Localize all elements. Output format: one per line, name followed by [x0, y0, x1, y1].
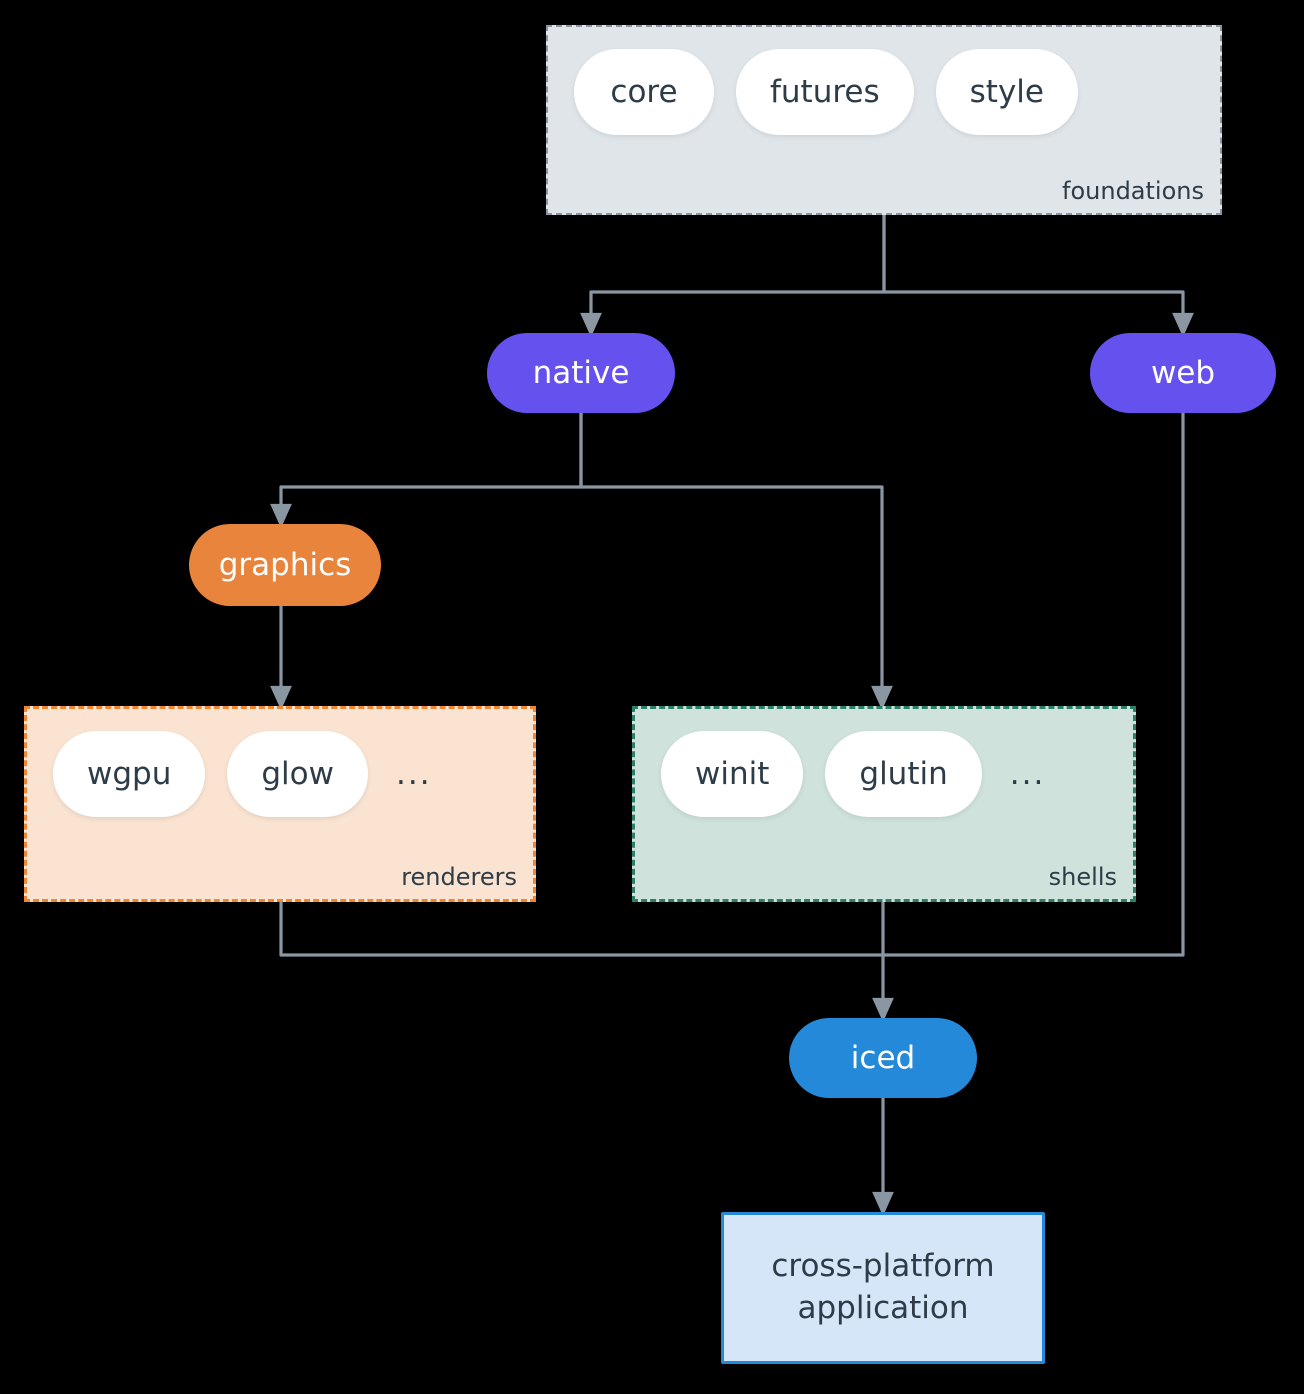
application-line-1: cross-platform — [771, 1248, 995, 1285]
foundations-item-style[interactable]: style — [935, 49, 1078, 135]
node-iced[interactable]: iced — [789, 1018, 977, 1098]
edge-native-shells — [579, 411, 893, 711]
node-graphics[interactable]: graphics — [189, 524, 381, 606]
node-native[interactable]: native — [487, 333, 675, 413]
node-cross-platform-application[interactable]: cross-platform application — [721, 1212, 1045, 1364]
renderers-item-row: wgpu glow ... — [27, 709, 432, 817]
group-label-foundations: foundations — [1062, 177, 1204, 205]
edge-foundations-web — [882, 213, 1194, 338]
application-line-2: application — [797, 1290, 969, 1326]
node-web[interactable]: web — [1090, 333, 1276, 413]
edge-renderers-iced — [279, 900, 885, 957]
foundations-item-core[interactable]: core — [574, 49, 714, 135]
group-foundations: core futures style foundations — [546, 25, 1222, 215]
group-label-renderers: renderers — [401, 863, 517, 891]
renderers-item-wgpu[interactable]: wgpu — [53, 731, 206, 817]
foundations-item-row: core futures style — [548, 27, 1078, 135]
edge-foundations-native — [580, 213, 886, 338]
group-label-shells: shells — [1048, 863, 1117, 891]
renderers-ellipsis: ... — [395, 756, 432, 792]
group-shells: winit glutin ... shells — [632, 706, 1136, 902]
shells-item-glutin[interactable]: glutin — [825, 731, 982, 817]
group-renderers: wgpu glow ... renderers — [24, 706, 536, 902]
shells-ellipsis: ... — [1009, 756, 1046, 792]
shells-item-winit[interactable]: winit — [661, 731, 804, 817]
edge-native-graphics — [270, 411, 583, 529]
shells-item-row: winit glutin ... — [635, 709, 1045, 817]
renderers-item-glow[interactable]: glow — [227, 731, 368, 817]
foundations-item-futures[interactable]: futures — [736, 49, 914, 135]
